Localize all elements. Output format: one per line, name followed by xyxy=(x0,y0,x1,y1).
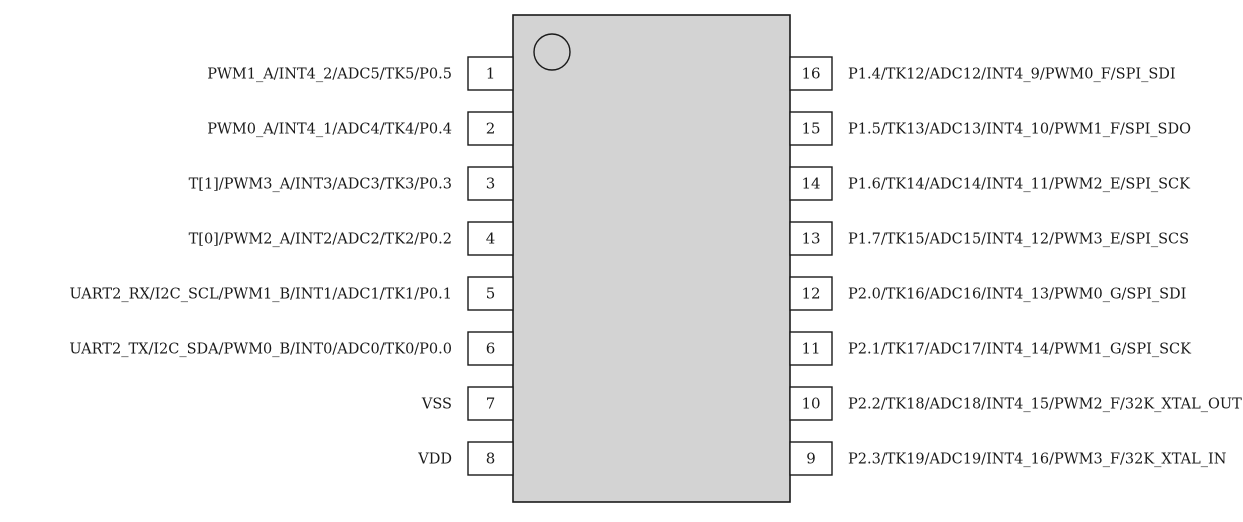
pin-number: 4 xyxy=(486,230,496,248)
pin-label-right: P2.2/TK18/ADC18/INT4_15/PWM2_F/32K_XTAL_… xyxy=(848,397,1242,413)
pin-label-left: VSS xyxy=(421,397,452,413)
pin-label-left: T[1]/PWM3_A/INT3/ADC3/TK3/P0.3 xyxy=(189,177,452,193)
pin-7: 7 VSS xyxy=(421,386,514,421)
pin-box xyxy=(789,221,833,256)
pin-number: 15 xyxy=(801,120,820,138)
pin-box xyxy=(467,441,514,476)
pin-3: 3 T[1]/PWM3_A/INT3/ADC3/TK3/P0.3 xyxy=(189,166,514,201)
pin-13: 13 P1.7/TK15/ADC15/INT4_12/PWM3_E/SPI_SCS xyxy=(789,221,1189,256)
pin-label-left: UART2_RX/I2C_SCL/PWM1_B/INT1/ADC1/TK1/P0… xyxy=(70,287,452,303)
pin-number: 12 xyxy=(801,285,820,303)
pin-label-right: P1.7/TK15/ADC15/INT4_12/PWM3_E/SPI_SCS xyxy=(848,232,1189,248)
pin-number: 11 xyxy=(801,340,820,358)
pin-1: 1 PWM1_A/INT4_2/ADC5/TK5/P0.5 xyxy=(207,56,514,91)
pin-number: 10 xyxy=(801,395,820,413)
pin-4: 4 T[0]/PWM2_A/INT2/ADC2/TK2/P0.2 xyxy=(189,221,514,256)
pin-5: 5 UART2_RX/I2C_SCL/PWM1_B/INT1/ADC1/TK1/P… xyxy=(70,276,514,311)
pin-number: 6 xyxy=(486,340,496,358)
pin-11: 11 P2.1/TK17/ADC17/INT4_14/PWM1_G/SPI_SCK xyxy=(789,331,1192,366)
pin-box xyxy=(467,276,514,311)
pin-number: 9 xyxy=(806,450,816,468)
pin-label-right: P2.0/TK16/ADC16/INT4_13/PWM0_G/SPI_SDI xyxy=(848,287,1186,303)
pin-box xyxy=(789,276,833,311)
pin-10: 10 P2.2/TK18/ADC18/INT4_15/PWM2_F/32K_XTA… xyxy=(789,386,1242,421)
pin-label-right: P1.6/TK14/ADC14/INT4_11/PWM2_E/SPI_SCK xyxy=(848,177,1191,193)
pin-label-left: PWM1_A/INT4_2/ADC5/TK5/P0.5 xyxy=(207,67,452,83)
pin-16: 16 P1.4/TK12/ADC12/INT4_9/PWM0_F/SPI_SDI xyxy=(789,56,1176,91)
pin-box xyxy=(467,56,514,91)
pin-number: 7 xyxy=(486,395,496,413)
pin-number: 3 xyxy=(486,175,496,193)
pin-label-left: UART2_TX/I2C_SDA/PWM0_B/INT0/ADC0/TK0/P0… xyxy=(69,342,452,358)
left-pin-group: 1 PWM1_A/INT4_2/ADC5/TK5/P0.5 2 PWM0_A/INT4… xyxy=(69,56,514,476)
pin-box xyxy=(467,221,514,256)
pin-6: 6 UART2_TX/I2C_SDA/PWM0_B/INT0/ADC0/TK0/P… xyxy=(69,331,514,366)
pin-label-left: PWM0_A/INT4_1/ADC4/TK4/P0.4 xyxy=(207,122,452,138)
pin-label-right: P2.1/TK17/ADC17/INT4_14/PWM1_G/SPI_SCK xyxy=(848,342,1192,358)
pin-label-right: P1.4/TK12/ADC12/INT4_9/PWM0_F/SPI_SDI xyxy=(848,67,1176,83)
pin-number: 5 xyxy=(486,285,496,303)
pin-14: 14 P1.6/TK14/ADC14/INT4_11/PWM2_E/SPI_SCK xyxy=(789,166,1191,201)
pin-number: 2 xyxy=(486,120,496,138)
pin-9: 9 P2.3/TK19/ADC19/INT4_16/PWM3_F/32K_XTAL… xyxy=(789,441,1227,476)
pin-number: 1 xyxy=(486,65,496,83)
pin-label-left: VDD xyxy=(417,452,452,468)
chip-body xyxy=(512,14,791,503)
pin-box xyxy=(789,56,833,91)
pin-box xyxy=(789,386,833,421)
pin-box xyxy=(789,166,833,201)
pin-label-right: P1.5/TK13/ADC13/INT4_10/PWM1_F/SPI_SDO xyxy=(848,122,1191,138)
pin-8: 8 VDD xyxy=(417,441,514,476)
pin1-orientation-dot xyxy=(533,33,571,71)
pin-box xyxy=(467,166,514,201)
pin-12: 12 P2.0/TK16/ADC16/INT4_13/PWM0_G/SPI_SDI xyxy=(789,276,1186,311)
pin-box xyxy=(467,331,514,366)
pin-box xyxy=(789,111,833,146)
pin-label-right: P2.3/TK19/ADC19/INT4_16/PWM3_F/32K_XTAL_… xyxy=(848,452,1227,468)
pin-box xyxy=(789,331,833,366)
pin-number: 8 xyxy=(486,450,496,468)
pin-number: 14 xyxy=(801,175,820,193)
pin-label-left: T[0]/PWM2_A/INT2/ADC2/TK2/P0.2 xyxy=(189,232,452,248)
pin-box xyxy=(467,386,514,421)
pin-number: 16 xyxy=(801,65,820,83)
pin-box xyxy=(467,111,514,146)
pin-number: 13 xyxy=(801,230,820,248)
pin-15: 15 P1.5/TK13/ADC13/INT4_10/PWM1_F/SPI_SDO xyxy=(789,111,1191,146)
pin-2: 2 PWM0_A/INT4_1/ADC4/TK4/P0.4 xyxy=(207,111,514,146)
pin-box xyxy=(789,441,833,476)
